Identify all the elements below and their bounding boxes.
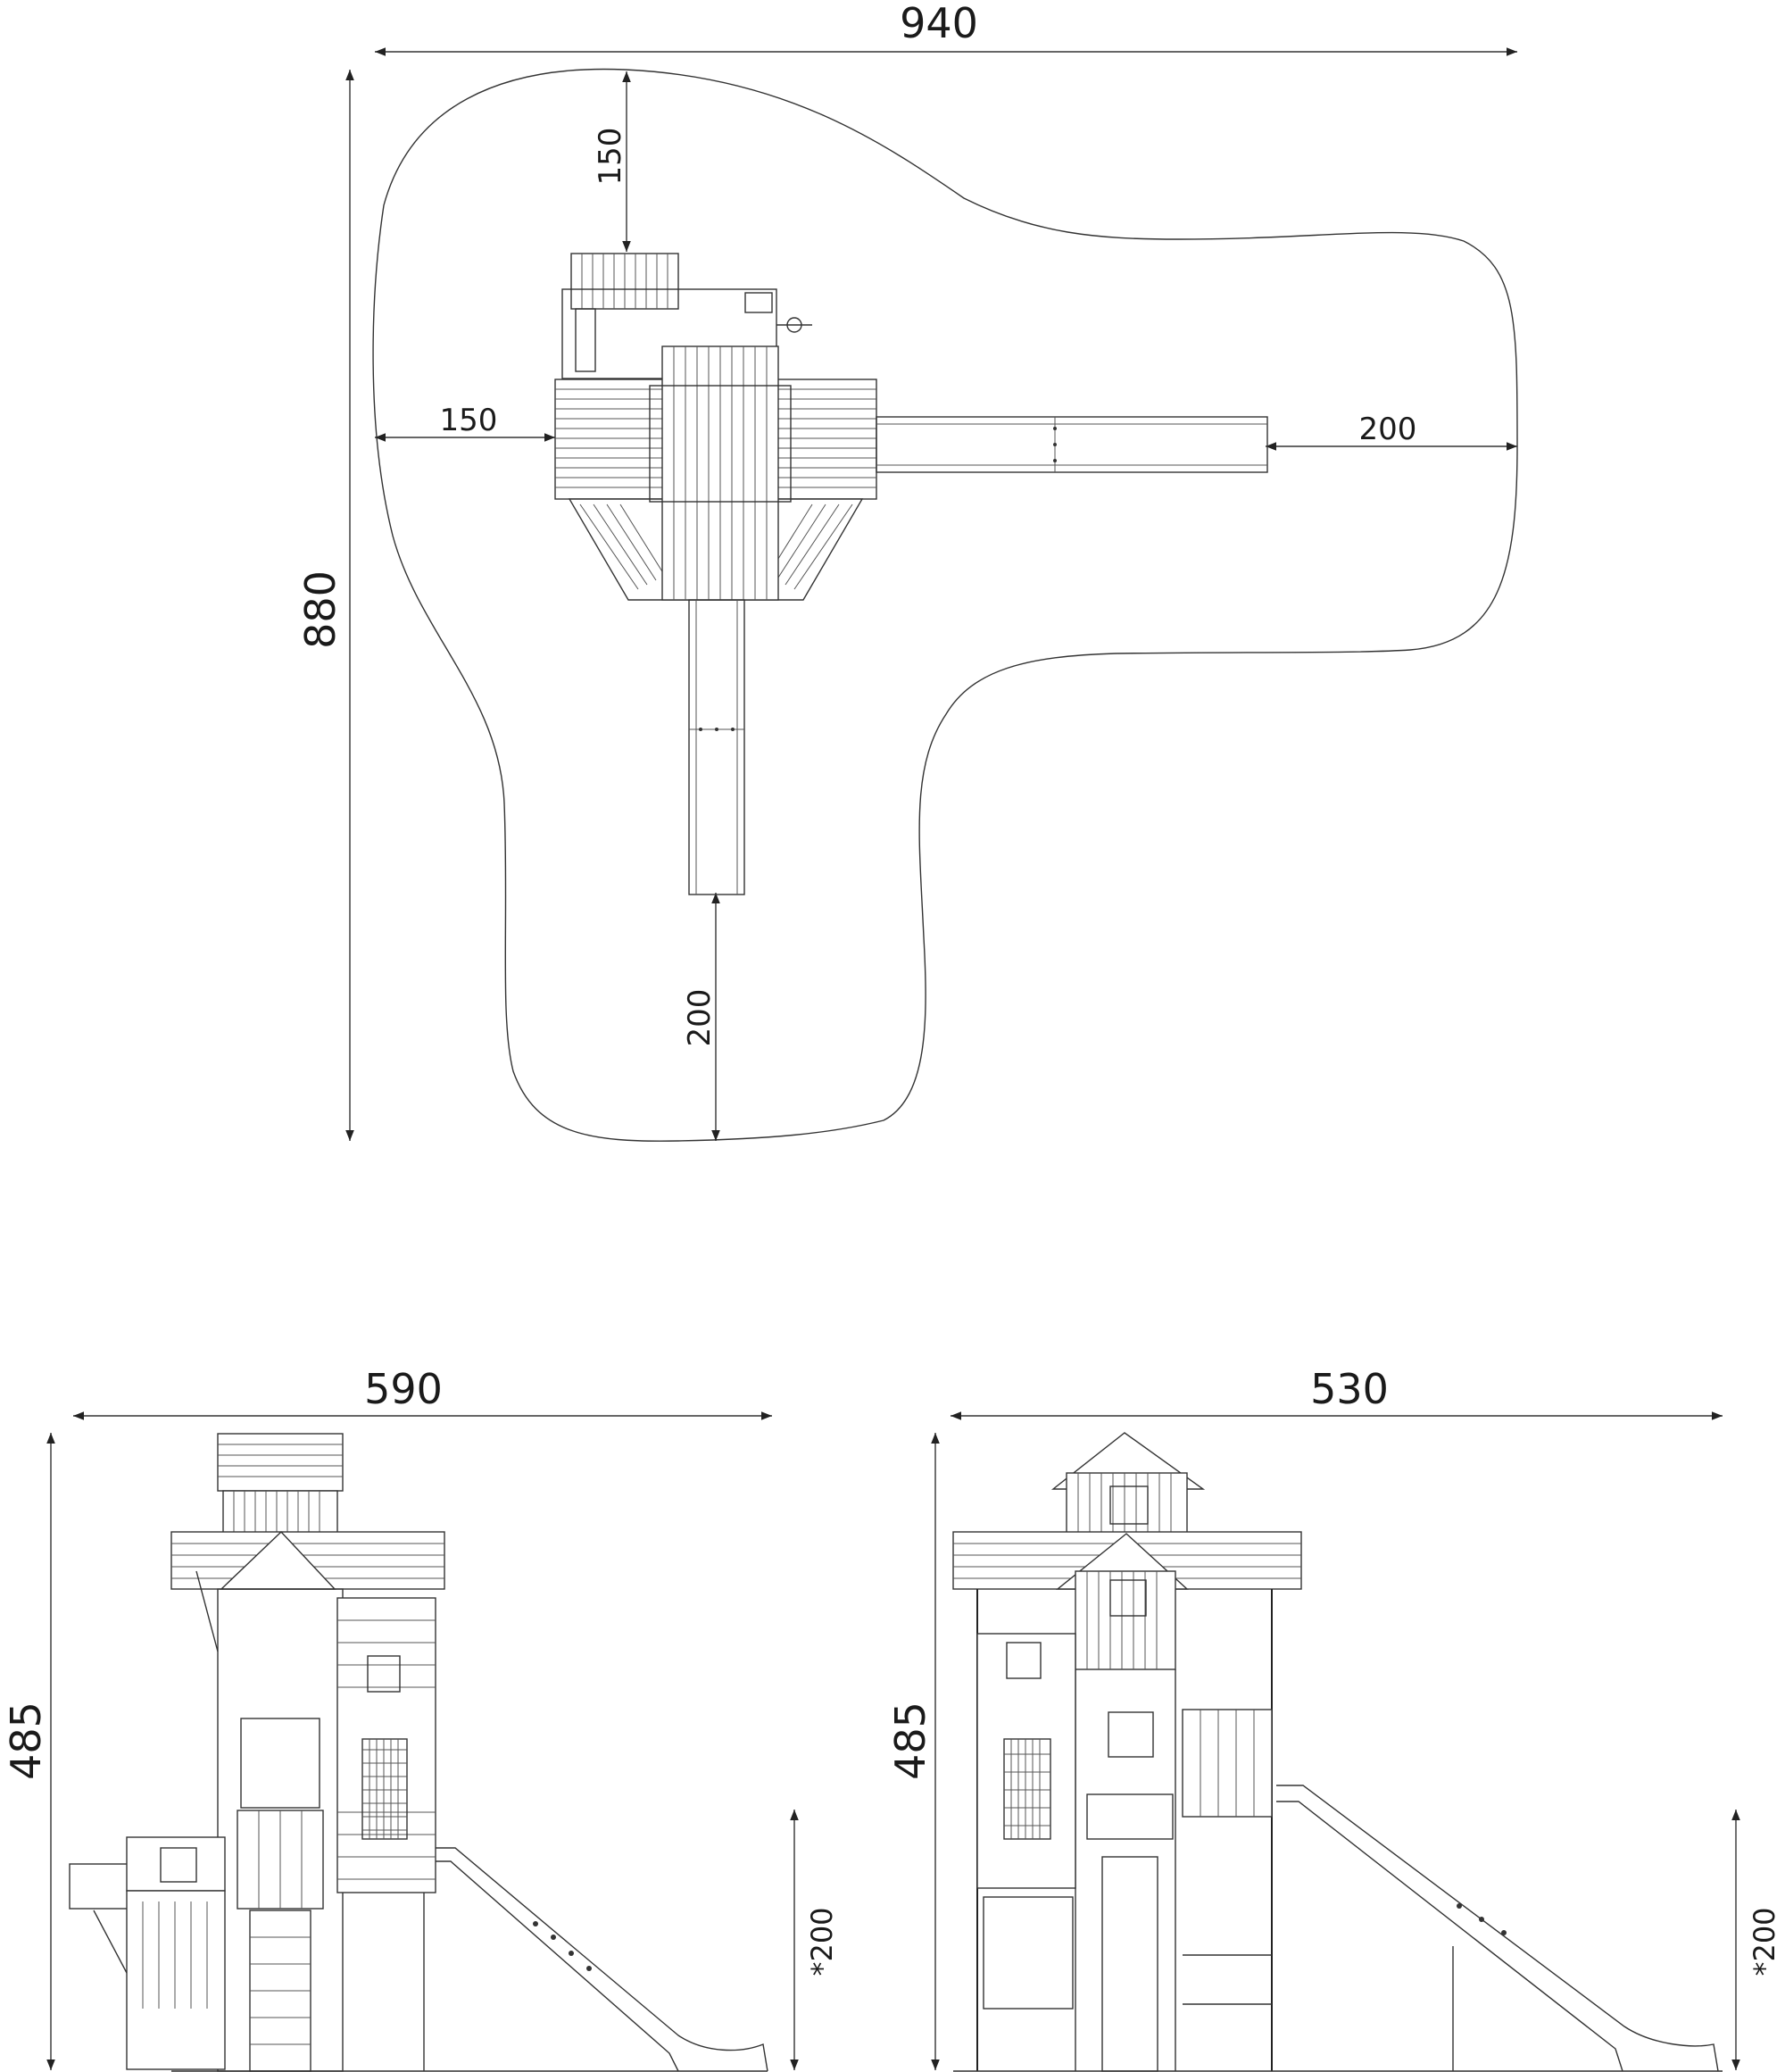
dimension-overall-depth: 880 (296, 570, 345, 649)
safety-zone-outline (372, 68, 1518, 1142)
dimension-left-slide-clearance: *200 (805, 1907, 839, 1976)
dimension-right-height: 485 (886, 1702, 934, 1780)
side-view-left: 590 485 *200 (2, 1365, 839, 2072)
right-elevation-structure (952, 1432, 1723, 2072)
dimension-left-width: 590 (364, 1365, 443, 1413)
dimension-overall-width: 940 (900, 0, 978, 47)
dimension-right-width: 530 (1310, 1365, 1389, 1413)
side-view-right: 530 485 *200 (886, 1365, 1781, 2072)
dimension-bottom-clearance: 200 (682, 989, 718, 1047)
dimension-top-clearance: 150 (593, 128, 628, 186)
plan-view: 940 880 150 150 200 200 (296, 0, 1518, 1142)
dimension-right-slide-clearance: *200 (1748, 1907, 1781, 1976)
dimension-left-height: 485 (2, 1702, 50, 1780)
dimension-right-clearance: 200 (1359, 412, 1417, 447)
dimension-left-clearance: 150 (440, 403, 498, 438)
left-elevation-structure (69, 1433, 768, 2072)
plan-structure (554, 253, 1268, 895)
